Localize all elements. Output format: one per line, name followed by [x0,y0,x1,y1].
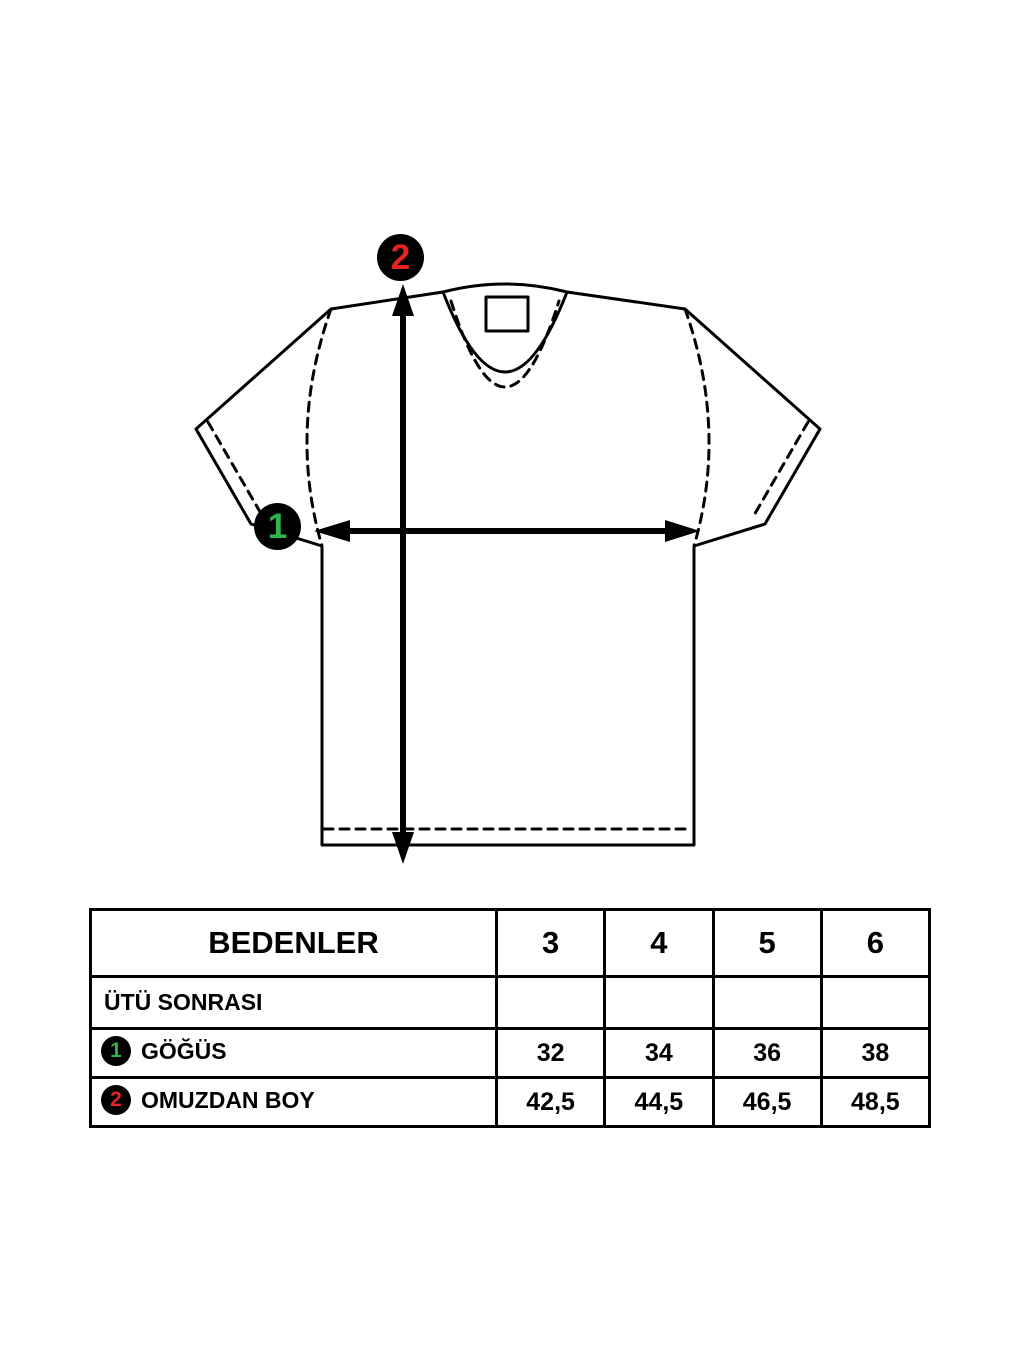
marker-1-table-badge: 1 [101,1036,131,1066]
collar-stitch-line [449,299,561,389]
shoulder-length-value-size3: 42,5 [494,1076,607,1128]
right-armhole-stitch [683,307,711,548]
neck-label [484,295,530,333]
size-col-header-5: 5 [711,908,823,978]
shoulder-length-label: OMUZDAN BOY [141,1087,315,1114]
marker-2-table-badge: 2 [101,1085,131,1115]
shoulder-length-value-size4: 44,5 [603,1076,715,1128]
size-table-container: BEDENLER 3 4 5 6 ÜTÜ SONRASI 1 [89,908,932,1128]
marker-1-table-number: 1 [110,1039,122,1062]
marker-2-table-number: 2 [110,1088,122,1111]
marker-2-badge: 2 [377,234,424,281]
section-row: ÜTÜ SONRASI [89,975,932,1030]
shoulder-length-row: 2 OMUZDAN BOY 42,5 44,5 46,5 48,5 [89,1076,932,1128]
chest-row: 1 GÖĞÜS 32 34 36 38 [89,1027,932,1079]
shoulder-length-value-size5: 46,5 [711,1076,823,1128]
tshirt-outline [194,282,822,847]
empty-cell [819,975,932,1030]
size-col-header-6: 6 [819,908,932,978]
left-armhole-stitch [305,307,333,548]
empty-cell [711,975,823,1030]
tshirt-measurement-diagram: 2 1 [194,234,822,864]
tshirt-drawing [194,282,822,864]
measurement-arrows [314,284,700,864]
size-header-row: BEDENLER 3 4 5 6 [89,908,932,978]
right-sleeve-hem-stitch [751,420,810,519]
chest-width-arrow [314,520,700,542]
empty-cell [603,975,715,1030]
size-col-header-4: 4 [603,908,715,978]
marker-1-number: 1 [267,507,288,546]
table-title: BEDENLER [89,908,498,978]
left-sleeve-hem-stitch [206,420,265,519]
size-table: BEDENLER 3 4 5 6 ÜTÜ SONRASI 1 [89,908,932,1128]
shoulder-length-arrow [392,284,414,864]
marker-2-number: 2 [390,238,411,277]
chest-value-size3: 32 [494,1027,607,1079]
size-col-header-3: 3 [494,908,607,978]
chest-row-label: GÖĞÜS [141,1038,227,1065]
chest-value-size6: 38 [819,1027,932,1079]
chest-row-label-cell: 1 GÖĞÜS [89,1027,498,1079]
marker-1-badge: 1 [254,503,301,550]
empty-cell [494,975,607,1030]
chest-value-size4: 34 [603,1027,715,1079]
chest-value-size5: 36 [711,1027,823,1079]
shoulder-length-label-cell: 2 OMUZDAN BOY [89,1076,498,1128]
section-label: ÜTÜ SONRASI [89,975,498,1030]
shoulder-length-value-size6: 48,5 [819,1076,932,1128]
